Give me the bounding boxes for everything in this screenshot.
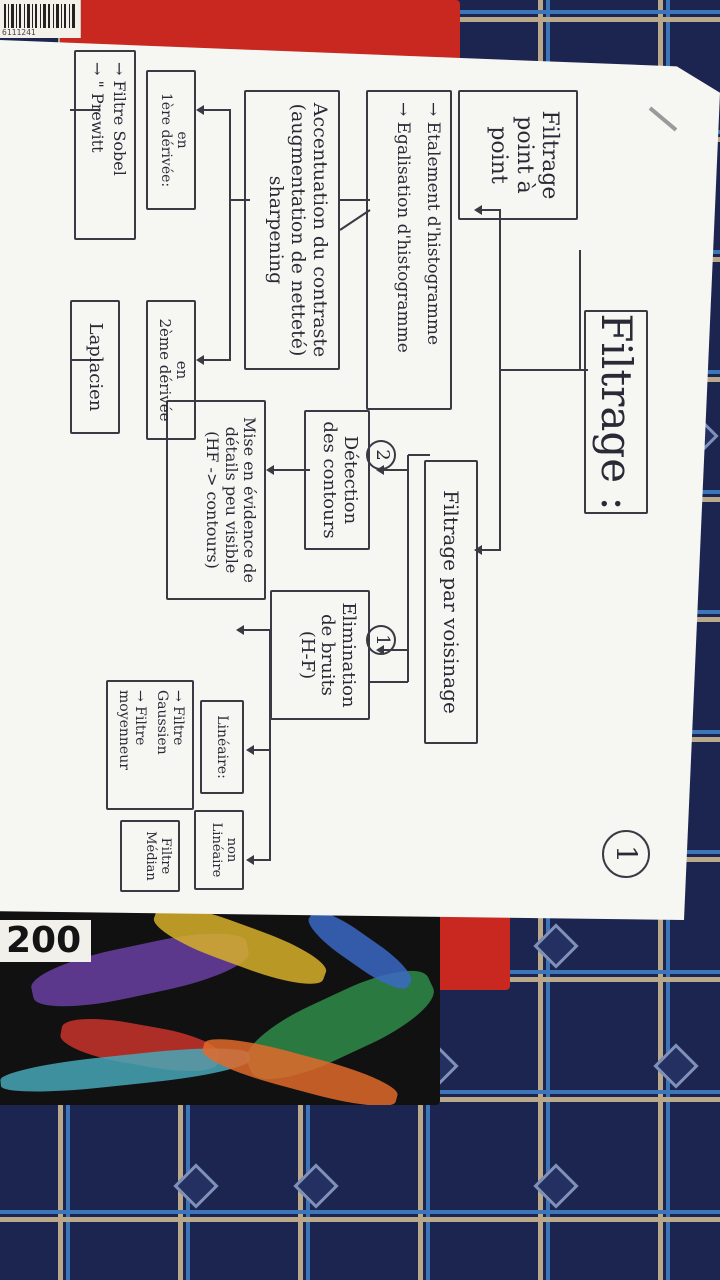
histogram-equalization-item: → Egalisation d'histogramme [393,102,414,353]
point-operations-box: → Etalement d'histogramme → Egalisation … [366,90,452,410]
gaussian-filter-item: → Filtre Gaussien [153,690,186,755]
histogram-stretch-item: → Etalement d'histogramme [423,102,443,346]
diagram-connectors [70,105,588,865]
edge-detection-box: Détection des contours [304,410,370,550]
linear-filters-box: → Filtre Gaussien → Filtre moyenneur [106,680,194,810]
filtering-diagram: 1 Filtrage : Filtrage point à point Filt… [30,50,670,900]
laplacian-box: Laplacien [70,300,120,434]
barcode-number: 6111241 [2,28,36,37]
edges-step-number: 2 [366,440,396,470]
first-derivative-filters-box: → Filtre Sobel → " Prewitt [74,50,136,240]
sobel-filter-item: → Filtre Sobel [110,62,129,176]
paper-sheet [0,40,720,920]
barcode-sticker: 6111241 [0,0,81,38]
noise-step-number: 1 [366,625,396,655]
linear-filter-label: Linéaire: [200,700,244,794]
first-derivative-label: en 1ère dérivée: [146,70,196,210]
prewitt-filter-item: → " Prewitt [87,62,107,153]
page-number-circle: 1 [602,830,650,878]
noise-removal-box: Elimination de bruits (H-F) [270,590,370,720]
diagram-holder: 1 Filtrage : Filtrage point à point Filt… [20,50,680,910]
notebook-year-label: 200 [0,920,92,962]
neighborhood-box: Filtrage par voisinage [424,460,478,744]
mean-filter-item: → Filtre moyenneur [115,690,148,770]
point-to-point-box: Filtrage point à point [458,90,578,220]
median-filter-box: Filtre Médian [120,820,180,892]
second-derivative-label: en 2ème dérivée [146,300,196,440]
contrast-enhancement-box: Accentuation du contraste (augmentation … [244,90,340,370]
nonlinear-filter-label: non Linéaire [194,810,244,890]
diagram-title: Filtrage : [584,310,648,514]
